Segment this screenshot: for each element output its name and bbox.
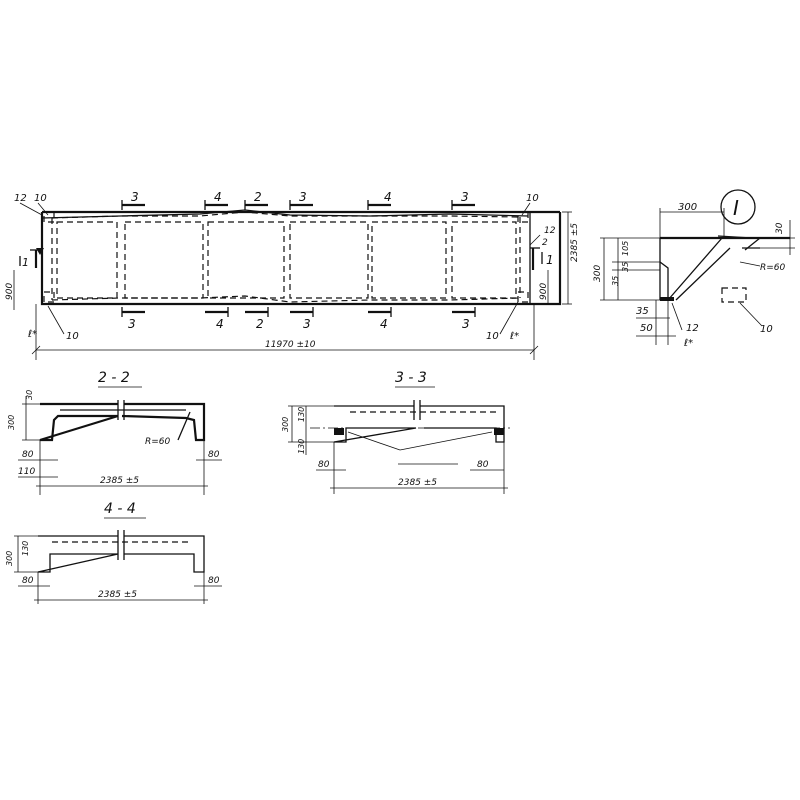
sec22-dim-80-left: 80 [22, 450, 34, 460]
sec44-dim-80-right: 80 [208, 576, 220, 586]
detail-label-circle [720, 189, 756, 225]
section-mark-top-2: 4 [214, 190, 222, 204]
plan-mark-10-tl: 10 [34, 193, 47, 204]
sec22-r60: R=60 [145, 437, 171, 447]
sec33-dim-80-right: 80 [477, 460, 489, 470]
section-mark-bottom-1: 3 [128, 317, 136, 331]
plan-dim-l-left: ℓ* [28, 329, 37, 340]
plan-right-mark-12: 12 [544, 226, 556, 236]
detail-dim-10: 10 [760, 324, 773, 335]
sec44-title: 4 - 4 [104, 501, 136, 517]
sec22-dim-300: 300 [7, 415, 16, 430]
sec33-dim-130-upper: 130 [297, 407, 306, 422]
sec44-dim-width: 2385 ±5 [98, 590, 137, 600]
detail-label: I [733, 196, 739, 220]
plan-left-marker-label: 1 [22, 256, 29, 269]
section-mark-top-5: 4 [384, 190, 392, 204]
detail-dim-50: 50 [640, 323, 653, 334]
plan-dim-900-right: 900 [539, 283, 549, 300]
section-mark-bottom-2: 4 [216, 317, 224, 331]
detail-dim-r60: R=60 [760, 263, 786, 273]
sec22-dim-80-right: 80 [208, 450, 220, 460]
section-4-4: 4 - 4 300 130 80 80 2385 ±5 [5, 501, 222, 604]
plan-cells [56, 221, 517, 299]
detail-dim-12: 12 [686, 323, 699, 334]
plan-mark-12: 12 [14, 193, 27, 204]
detail-dim-300-top: 300 [678, 202, 697, 213]
plan-right-mark-1: 1 [546, 253, 554, 267]
section-mark-bottom-6: 3 [462, 317, 470, 331]
detail-dim-300-left: 300 [593, 265, 603, 282]
plan-right-mark-2: 2 [542, 238, 548, 248]
plan-view: 3 4 2 3 4 3 3 4 2 3 4 3 12 10 10 10 [5, 190, 580, 360]
sec22-title: 2 - 2 [98, 370, 130, 386]
section-mark-top-1: 3 [131, 190, 139, 204]
sec22-dim-110: 110 [18, 467, 35, 477]
detail-dim-30: 30 [775, 222, 785, 234]
sec22-dim-width: 2385 ±5 [100, 476, 139, 486]
sec33-dim-130-lower: 130 [297, 439, 306, 454]
detail-dim-35b: 35 [611, 276, 620, 286]
detail-dim-105: 105 [621, 241, 630, 256]
detail-dim-35c: 35 [636, 306, 649, 317]
sec33-dim-width: 2385 ±5 [398, 478, 437, 488]
section-marks-top: 3 4 2 3 4 3 [121, 190, 475, 210]
section-mark-bottom-3: 2 [256, 317, 264, 331]
plan-outline [40, 210, 562, 306]
detail-dim-35a: 35 [621, 262, 630, 272]
section-mark-bottom-5: 4 [380, 317, 388, 331]
sec44-dim-300: 300 [5, 551, 14, 566]
section-mark-top-3: 2 [254, 190, 262, 204]
section-mark-bottom-4: 3 [303, 317, 311, 331]
plan-dim-900-left: 900 [5, 283, 15, 300]
detail-I: I 300 30 R=60 300 105 35 35 35 [593, 189, 795, 349]
sec33-dim-300: 300 [281, 417, 290, 432]
plan-right-marker: 12 2 1 [529, 226, 556, 270]
plan-mark-10-br: 10 [486, 331, 499, 342]
section-2-2: 2 - 2 R=60 30 300 80 110 80 2385 ±5 [7, 370, 222, 495]
sec33-dim-80-left: 80 [318, 460, 330, 470]
plan-mark-10-bl: 10 [66, 331, 79, 342]
section-3-3: 3 - 3 300 130 130 80 80 2385 ±5 [281, 370, 510, 494]
plan-dim-width: 2385 ±5 [570, 223, 580, 262]
sec22-dim-30: 30 [25, 390, 34, 400]
sec44-dim-130: 130 [21, 541, 30, 556]
section-mark-top-4: 3 [299, 190, 307, 204]
rib-outline-bottom [51, 295, 521, 303]
section-marks-bottom: 3 4 2 3 4 3 [121, 307, 476, 331]
plan-left-marker: 1 [19, 248, 44, 269]
sec44-dim-80-left: 80 [22, 576, 34, 586]
sec33-title: 3 - 3 [395, 370, 427, 386]
detail-dim-l: ℓ* [684, 338, 693, 349]
plan-dim-length: 11970 ±10 [265, 340, 316, 350]
plan-dim-l-right: ℓ* [510, 331, 519, 342]
plan-mark-10-tr: 10 [526, 193, 539, 204]
rib-outline-top [51, 211, 521, 219]
section-mark-top-6: 3 [461, 190, 469, 204]
